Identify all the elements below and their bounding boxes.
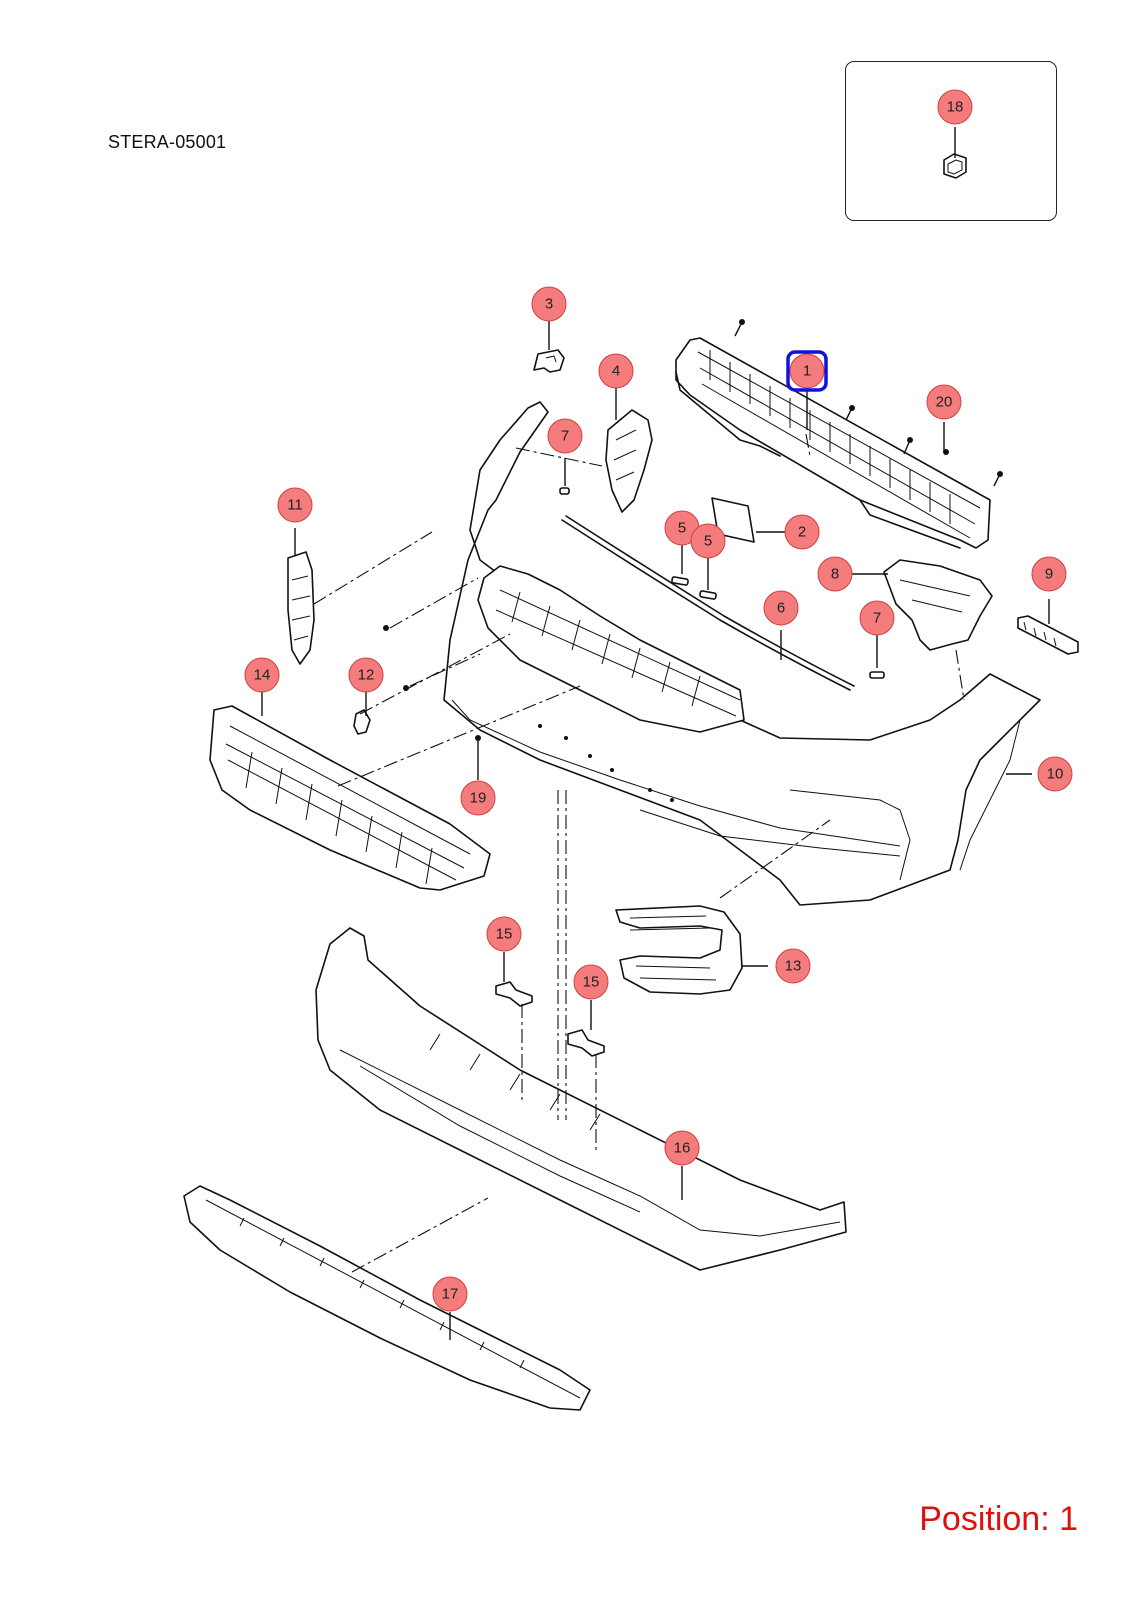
inset-detail-box <box>845 61 1057 221</box>
callout-6-label: 6 <box>777 600 785 617</box>
callout-15a-label: 15 <box>496 926 513 943</box>
callout-3-label: 3 <box>545 296 553 313</box>
part-5-clip-a[interactable] <box>671 576 689 586</box>
callout-7a-label: 7 <box>561 428 569 445</box>
callout-14[interactable]: 14 <box>244 657 280 693</box>
callout-7b-label: 7 <box>873 610 881 627</box>
callout-18-label: 18 <box>947 99 964 116</box>
callout-5b-label: 5 <box>704 533 712 550</box>
callout-12[interactable]: 12 <box>348 657 384 693</box>
part-13-grille-surround[interactable] <box>615 905 743 995</box>
callout-17[interactable]: 17 <box>432 1276 468 1312</box>
callout-11-label: 11 <box>287 497 303 514</box>
callout-18[interactable]: 18 <box>937 89 973 125</box>
callout-10[interactable]: 10 <box>1037 756 1073 792</box>
callout-8[interactable]: 8 <box>817 556 853 592</box>
part-4-side-bracket[interactable] <box>605 409 653 513</box>
callout-16-label: 16 <box>674 1140 691 1157</box>
callout-9-label: 9 <box>1045 566 1053 583</box>
callout-5a-label: 5 <box>678 520 686 537</box>
part-3-bracket[interactable] <box>533 349 565 373</box>
callout-8-label: 8 <box>831 566 839 583</box>
callout-20-label: 20 <box>936 394 953 411</box>
callout-7b[interactable]: 7 <box>859 600 895 636</box>
callout-5a[interactable]: 5 <box>664 510 700 546</box>
part-12-cap[interactable] <box>353 709 371 735</box>
callout-5b[interactable]: 5 <box>690 523 726 559</box>
part-17-skid-plate[interactable] <box>183 1185 591 1411</box>
position-indicator: Position: 1 <box>919 1500 1078 1538</box>
callout-16[interactable]: 16 <box>664 1130 700 1166</box>
callout-9[interactable]: 9 <box>1031 556 1067 592</box>
part-7-clip-b[interactable] <box>869 671 885 679</box>
part-14-lower-grille[interactable] <box>209 705 491 891</box>
part-5-clip-b[interactable] <box>699 590 717 600</box>
callout-1[interactable]: 1 <box>786 350 828 392</box>
callout-14-label: 14 <box>254 667 271 684</box>
assembly-lines <box>313 433 965 1273</box>
part-18-clip[interactable] <box>943 153 967 179</box>
callout-10-label: 10 <box>1047 766 1064 783</box>
part-11-side-bracket[interactable] <box>287 551 315 665</box>
part-2-plate[interactable] <box>711 497 755 543</box>
part-19-screw[interactable] <box>475 735 481 780</box>
callout-1-label: 1 <box>803 363 811 380</box>
callout-20[interactable]: 20 <box>926 384 962 420</box>
part-8-bracket[interactable] <box>883 559 993 651</box>
diagram-code: STERA-05001 <box>108 132 227 152</box>
callout-15b-label: 15 <box>583 974 600 991</box>
fasteners <box>383 625 409 691</box>
callout-13[interactable]: 13 <box>775 948 811 984</box>
part-7-clip-a[interactable] <box>559 487 570 495</box>
callout-4-label: 4 <box>612 363 620 380</box>
part-15-bracket-a[interactable] <box>495 981 533 1007</box>
part-15-bracket-b[interactable] <box>567 1029 605 1057</box>
part-16-lower-bumper[interactable] <box>315 927 847 1271</box>
part-6-trim-strip[interactable] <box>561 515 855 691</box>
callout-4[interactable]: 4 <box>598 353 634 389</box>
callout-2[interactable]: 2 <box>784 514 820 550</box>
part-9-small-bracket[interactable] <box>1017 615 1079 655</box>
callout-15a[interactable]: 15 <box>486 916 522 952</box>
callout-19[interactable]: 19 <box>460 780 496 816</box>
callout-2-label: 2 <box>798 524 806 541</box>
callout-3[interactable]: 3 <box>531 286 567 322</box>
callout-19-label: 19 <box>470 790 487 807</box>
callout-12-label: 12 <box>358 667 375 684</box>
callout-7a[interactable]: 7 <box>547 418 583 454</box>
callout-11[interactable]: 11 <box>277 487 313 523</box>
callout-17-label: 17 <box>442 1286 459 1303</box>
part-1-upper-beam[interactable] <box>675 319 1003 549</box>
energy-absorber <box>477 565 745 733</box>
callout-13-label: 13 <box>785 958 802 975</box>
callout-15b[interactable]: 15 <box>573 964 609 1000</box>
callout-6[interactable]: 6 <box>763 590 799 626</box>
